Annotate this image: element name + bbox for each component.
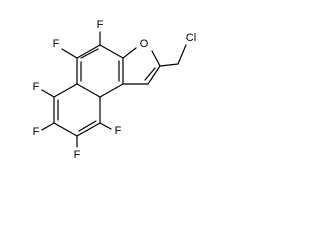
fluorine-label-2: F bbox=[53, 38, 60, 50]
fluorine-label-3: F bbox=[33, 81, 40, 93]
oxygen-label: O bbox=[140, 38, 149, 50]
fluorine-label-6: F bbox=[115, 125, 122, 137]
chlorine-label: Cl bbox=[186, 32, 196, 44]
bond-lines bbox=[41, 31, 187, 148]
fluorine-label-1: F bbox=[97, 19, 104, 31]
fluorine-label-5: F bbox=[74, 149, 81, 161]
fluorine-label-4: F bbox=[33, 126, 40, 138]
structure-drawing: F F F F F F O Cl bbox=[33, 19, 197, 161]
